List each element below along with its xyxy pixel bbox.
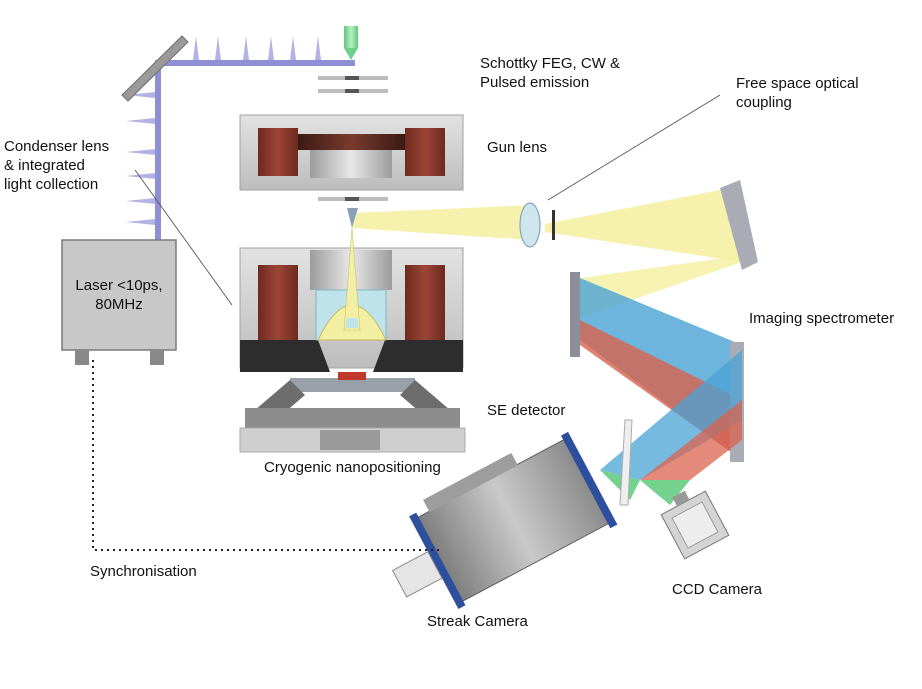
feg-label: Schottky FEG, CW & Pulsed emission (480, 55, 621, 91)
se-detector-label: SE detector (487, 402, 566, 419)
free-space-coupling-label: Free space optical coupling (736, 75, 859, 111)
objective-lens (239, 227, 464, 372)
imaging-spectrometer-label: Imaging spectrometer (749, 310, 895, 327)
spectrometer-optics (570, 180, 758, 506)
streak-camera-label: Streak Camera (427, 613, 528, 630)
ccd-camera-label: CCD Camera (672, 581, 763, 598)
condenser-lens-label: Condenser lens & integrated light collec… (4, 138, 110, 193)
laser-box (61, 239, 177, 365)
synchronisation-label: Synchronisation (90, 563, 197, 580)
laser-pulse-spikes-horizontal (193, 36, 321, 60)
gun-lens-label: Gun lens (487, 139, 548, 156)
feg-emitter (318, 26, 388, 93)
cryogenic-nanopositioning-label: Cryogenic nanopositioning (264, 459, 441, 476)
turning-mirror (121, 35, 189, 102)
laser-label: Laser <10ps, 80MHz (75, 277, 163, 313)
ccd-camera (660, 490, 730, 560)
cryogenic-stage (239, 372, 466, 453)
leader-lines (134, 94, 721, 306)
gun-lens (239, 114, 464, 201)
synchronisation-line (92, 360, 440, 551)
streak-camera (391, 431, 618, 610)
laser-pulse-spikes-vertical (126, 92, 155, 225)
coupling-lens (519, 202, 555, 248)
laser-beam-path (121, 35, 355, 240)
